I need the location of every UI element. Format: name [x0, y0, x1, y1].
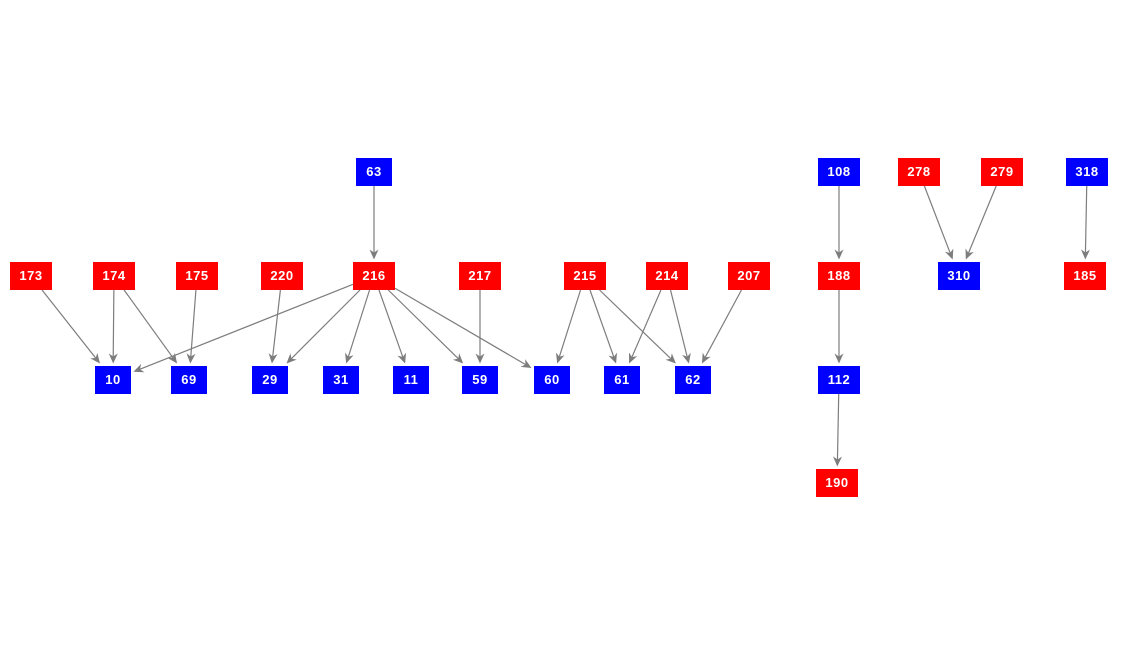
edge-arrowhead: [556, 352, 565, 364]
edge-216-60: [394, 287, 532, 368]
edge-207-62: [701, 289, 742, 364]
graph-node-217: 217: [459, 262, 501, 290]
graph-node-59: 59: [462, 366, 498, 394]
edge-arrowhead: [452, 353, 464, 364]
edge-216-31: [345, 289, 371, 364]
graph-node-175: 175: [176, 262, 218, 290]
edge-arrowhead: [186, 353, 196, 364]
edge-arrowhead: [133, 363, 145, 373]
edge-215-61: [589, 289, 617, 364]
edge-318-185: [1081, 185, 1090, 260]
graph-node-174: 174: [93, 262, 135, 290]
edge-279-310: [965, 185, 997, 260]
graph-node-214: 214: [646, 262, 688, 290]
graph-node-185: 185: [1064, 262, 1106, 290]
edge-arrowhead: [1081, 249, 1090, 260]
edge-arrowhead: [90, 352, 100, 364]
edge-arrowhead: [268, 353, 278, 364]
edge-arrowhead: [965, 248, 974, 260]
edge-188-112: [834, 290, 844, 364]
graph-node-11: 11: [393, 366, 429, 394]
edge-arrowhead: [701, 352, 711, 364]
graph-node-173: 173: [10, 262, 52, 290]
edge-174-10: [108, 289, 118, 364]
edge-arrowhead: [682, 352, 691, 364]
edge-108-188: [834, 186, 844, 260]
edge-arrowhead: [629, 352, 638, 364]
edge-63-216: [369, 186, 379, 260]
edge-216-11: [378, 289, 406, 364]
edge-216-10: [133, 283, 354, 373]
graph-node-62: 62: [675, 366, 711, 394]
graph-node-108: 108: [818, 158, 860, 186]
edge-arrowhead: [369, 249, 379, 260]
edge-216-59: [387, 289, 464, 364]
graph-node-216: 216: [353, 262, 395, 290]
edge-173-10: [41, 289, 100, 364]
graph-node-278: 278: [898, 158, 940, 186]
edge-arrowhead: [286, 353, 297, 364]
graph-node-31: 31: [323, 366, 359, 394]
edge-arrowhead: [834, 353, 844, 364]
graph-node-207: 207: [728, 262, 770, 290]
edge-112-190: [833, 393, 842, 467]
graph-node-215: 215: [564, 262, 606, 290]
edge-arrowhead: [475, 353, 485, 364]
edge-174-69: [123, 289, 178, 364]
edge-214-61: [629, 289, 662, 364]
graph-node-29: 29: [252, 366, 288, 394]
edge-216-29: [286, 289, 361, 364]
graph-node-318: 318: [1066, 158, 1108, 186]
edge-215-60: [556, 289, 582, 364]
edge-278-310: [923, 185, 954, 260]
graph-node-190: 190: [816, 469, 858, 497]
edge-220-29: [268, 289, 281, 364]
edge-215-62: [599, 289, 676, 364]
graph-node-69: 69: [171, 366, 207, 394]
graph-node-188: 188: [818, 262, 860, 290]
graph-node-279: 279: [981, 158, 1023, 186]
graph-node-310: 310: [938, 262, 980, 290]
edge-arrowhead: [608, 352, 617, 364]
edge-arrowhead: [397, 352, 406, 364]
edge-arrowhead: [345, 352, 354, 364]
edge-arrowhead: [665, 353, 676, 364]
graph-node-10: 10: [95, 366, 131, 394]
graph-node-63: 63: [356, 158, 392, 186]
graph-node-61: 61: [604, 366, 640, 394]
edge-arrowhead: [520, 359, 532, 368]
edge-arrowhead: [108, 353, 118, 364]
edge-arrowhead: [834, 249, 844, 260]
edge-175-69: [186, 289, 197, 364]
graph-node-220: 220: [261, 262, 303, 290]
graph-node-112: 112: [818, 366, 860, 394]
graph-node-60: 60: [534, 366, 570, 394]
edge-217-59: [475, 290, 485, 364]
edge-arrowhead: [833, 456, 842, 467]
edge-arrowhead: [944, 248, 954, 260]
edge-214-62: [669, 289, 691, 364]
